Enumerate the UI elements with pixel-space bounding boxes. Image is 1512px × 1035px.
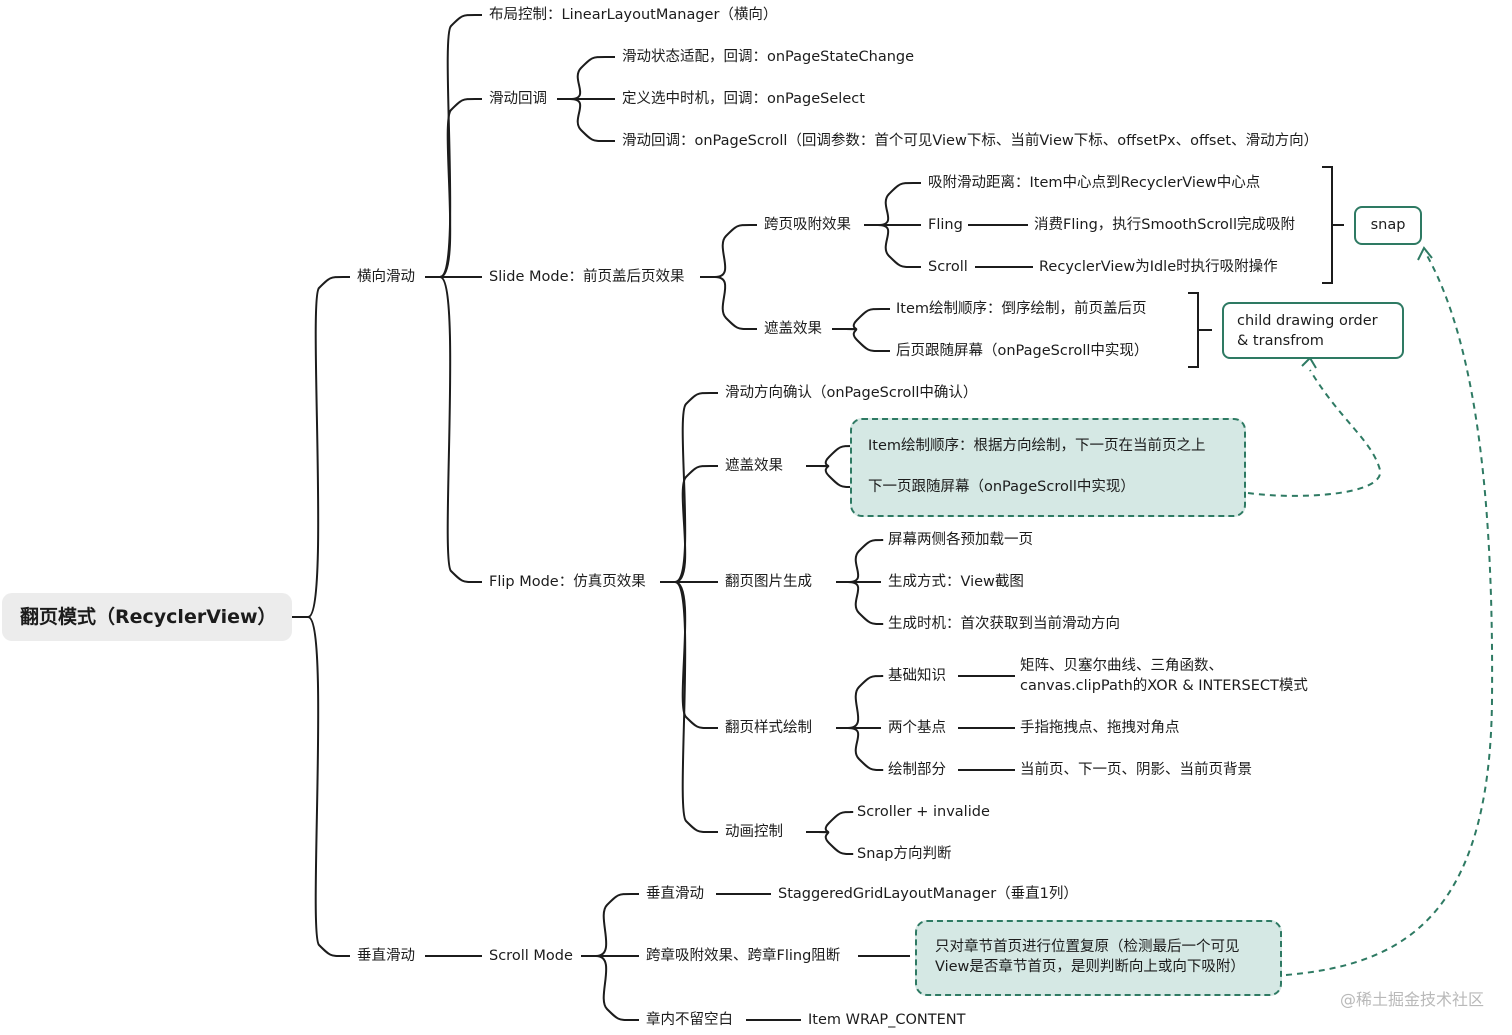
- wire-flip-3: [660, 581, 718, 729]
- chapter-note-line-2: View是否章节首页，是则判断向上或向下吸附）: [935, 959, 1245, 975]
- node-slide-cover-follow[interactable]: 后页跟随屏幕（onPageScroll中实现）: [896, 343, 1149, 359]
- wire-flip-0: [660, 392, 718, 583]
- node-slide-cover-order[interactable]: Item绘制顺序：倒序绘制，前页盖后页: [896, 301, 1147, 317]
- wire-slide-cover-1: [832, 328, 890, 352]
- node-flip-cover-follow[interactable]: 下一页跟随屏幕（onPageScroll中实现）: [868, 479, 1135, 495]
- node-style-parts[interactable]: 绘制部分: [888, 762, 946, 778]
- wire-flip-image-0: [836, 539, 884, 583]
- arrow-cover-head: [1301, 356, 1317, 369]
- node-layout[interactable]: 布局控制：LinearLayoutManager（横向）: [489, 7, 778, 23]
- node-flip-anim[interactable]: 动画控制: [725, 824, 783, 840]
- wire-root-1: [292, 616, 350, 957]
- node-vertical[interactable]: 垂直滑动: [357, 948, 415, 964]
- bracket-snap: [1322, 166, 1333, 284]
- node-snap-distance[interactable]: 吸附滑动距离：Item中心点到RecyclerView中心点: [928, 175, 1261, 191]
- node-style-parts-detail[interactable]: 当前页、下一页、阴影、当前页背景: [1020, 762, 1252, 778]
- node-style-basics-detail-1[interactable]: 矩阵、贝塞尔曲线、三角函数、: [1020, 658, 1223, 674]
- wire-flip-image-2: [836, 581, 884, 625]
- snap-callout-label: snap: [1370, 217, 1406, 233]
- node-callbacks[interactable]: 滑动回调: [489, 91, 547, 107]
- node-flip-method[interactable]: 生成方式：View截图: [888, 574, 1024, 590]
- wire-flip-1: [660, 465, 718, 583]
- node-state-change[interactable]: 滑动状态适配，回调：onPageStateChange: [622, 49, 915, 65]
- node-flip-image[interactable]: 翻页图片生成: [725, 574, 812, 590]
- child-drawing-line-2: & transfrom: [1237, 333, 1324, 349]
- node-style-points[interactable]: 两个基点: [888, 720, 946, 736]
- node-flip-cover-order[interactable]: Item绘制顺序：根据方向绘制，下一页在当前页之上: [868, 438, 1206, 454]
- arrow-note-head: [1417, 246, 1433, 261]
- wire-flip-anim-1: [806, 831, 854, 855]
- snap-callout[interactable]: snap: [1354, 206, 1422, 245]
- wire-root-0: [292, 276, 350, 618]
- node-slide-cover[interactable]: 遮盖效果: [764, 321, 822, 337]
- node-style-basics-detail-2[interactable]: canvas.clipPath的XOR & INTERSECT模式: [1020, 678, 1308, 694]
- node-flip-direction[interactable]: 滑动方向确认（onPageScroll中确认）: [725, 385, 978, 401]
- chapter-note-line-1: 只对章节首页进行位置复原（检测最后一个可见: [935, 939, 1240, 955]
- node-style-points-detail[interactable]: 手指拖拽点、拖拽对角点: [1020, 720, 1180, 736]
- node-fling[interactable]: Fling: [928, 217, 963, 233]
- node-snap-effect[interactable]: 跨页吸附效果: [764, 217, 851, 233]
- wire-snap-group-0: [864, 182, 921, 226]
- node-vertical-scroll-detail[interactable]: StaggeredGridLayoutManager（垂直1列）: [778, 886, 1078, 902]
- arrow-note-to-snap: [1285, 251, 1494, 976]
- node-style-basics[interactable]: 基础知识: [888, 668, 946, 684]
- chapter-note[interactable]: 只对章节首页进行位置复原（检测最后一个可见 View是否章节首页，是则判断向上或…: [915, 920, 1282, 996]
- node-anim-scroller[interactable]: Scroller + invalide: [857, 804, 990, 820]
- node-flip-timing[interactable]: 生成时机：首次获取到当前滑动方向: [888, 616, 1120, 632]
- node-flip-cover[interactable]: 遮盖效果: [725, 458, 783, 474]
- node-page-select[interactable]: 定义选中时机，回调：onPageSelect: [622, 91, 865, 107]
- node-no-gap[interactable]: 章内不留空白: [646, 1012, 733, 1028]
- bracket-child: [1188, 292, 1199, 368]
- flip-cover-highlight: [850, 418, 1246, 517]
- wire-flip-anim-0: [806, 811, 854, 834]
- node-no-gap-detail[interactable]: Item WRAP_CONTENT: [808, 1012, 966, 1028]
- watermark: @稀土掘金技术社区: [1339, 990, 1484, 1009]
- wire-flip-style-0: [836, 675, 884, 729]
- node-scroll-mode[interactable]: Scroll Mode: [489, 948, 573, 964]
- node-page-scroll[interactable]: 滑动回调：onPageScroll（回调参数：首个可见View下标、当前View…: [622, 133, 1319, 149]
- wire-flip-4: [660, 581, 718, 833]
- node-horizontal[interactable]: 横向滑动: [357, 269, 415, 285]
- wire-horizontal-3: [425, 276, 482, 583]
- node-anim-snap[interactable]: Snap方向判断: [857, 846, 952, 862]
- node-scroll-detail[interactable]: RecyclerView为Idle时执行吸附操作: [1039, 259, 1278, 275]
- wire-flip-style-2: [836, 727, 884, 771]
- wire-flip-cover-1: [806, 464, 862, 488]
- node-vertical-scroll[interactable]: 垂直滑动: [646, 886, 704, 902]
- node-flip-mode[interactable]: Flip Mode：仿真页效果: [489, 574, 646, 590]
- node-flip-preload[interactable]: 屏幕两侧各预加载一页: [888, 532, 1033, 548]
- node-fling-detail[interactable]: 消费Fling，执行SmoothScroll完成吸附: [1034, 217, 1295, 233]
- node-scroll[interactable]: Scroll: [928, 259, 968, 275]
- root-node[interactable]: 翻页模式（RecyclerView）: [2, 593, 292, 641]
- wire-scroll-mode-0: [581, 893, 639, 957]
- wire-scroll-mode-2: [581, 955, 639, 1021]
- arrow-cover-to-child: [1247, 369, 1382, 497]
- wire-horizontal-0: [425, 14, 482, 278]
- node-chapter-snap[interactable]: 跨章吸附效果、跨章Fling阻断: [646, 948, 841, 964]
- wire-horizontal-1: [425, 98, 482, 278]
- wire-slide-cover-0: [832, 308, 890, 331]
- child-drawing-callout[interactable]: child drawing order & transfrom: [1222, 302, 1404, 359]
- node-slide-mode[interactable]: Slide Mode：前页盖后页效果: [489, 269, 685, 285]
- node-flip-style[interactable]: 翻页样式绘制: [725, 720, 812, 736]
- wire-snap-group-2: [864, 224, 921, 268]
- child-drawing-line-1: child drawing order: [1237, 313, 1378, 329]
- wire-slide-1: [700, 276, 757, 330]
- wire-callbacks-2: [557, 98, 615, 142]
- wire-slide-0: [700, 224, 757, 278]
- wire-callbacks-0: [557, 56, 615, 100]
